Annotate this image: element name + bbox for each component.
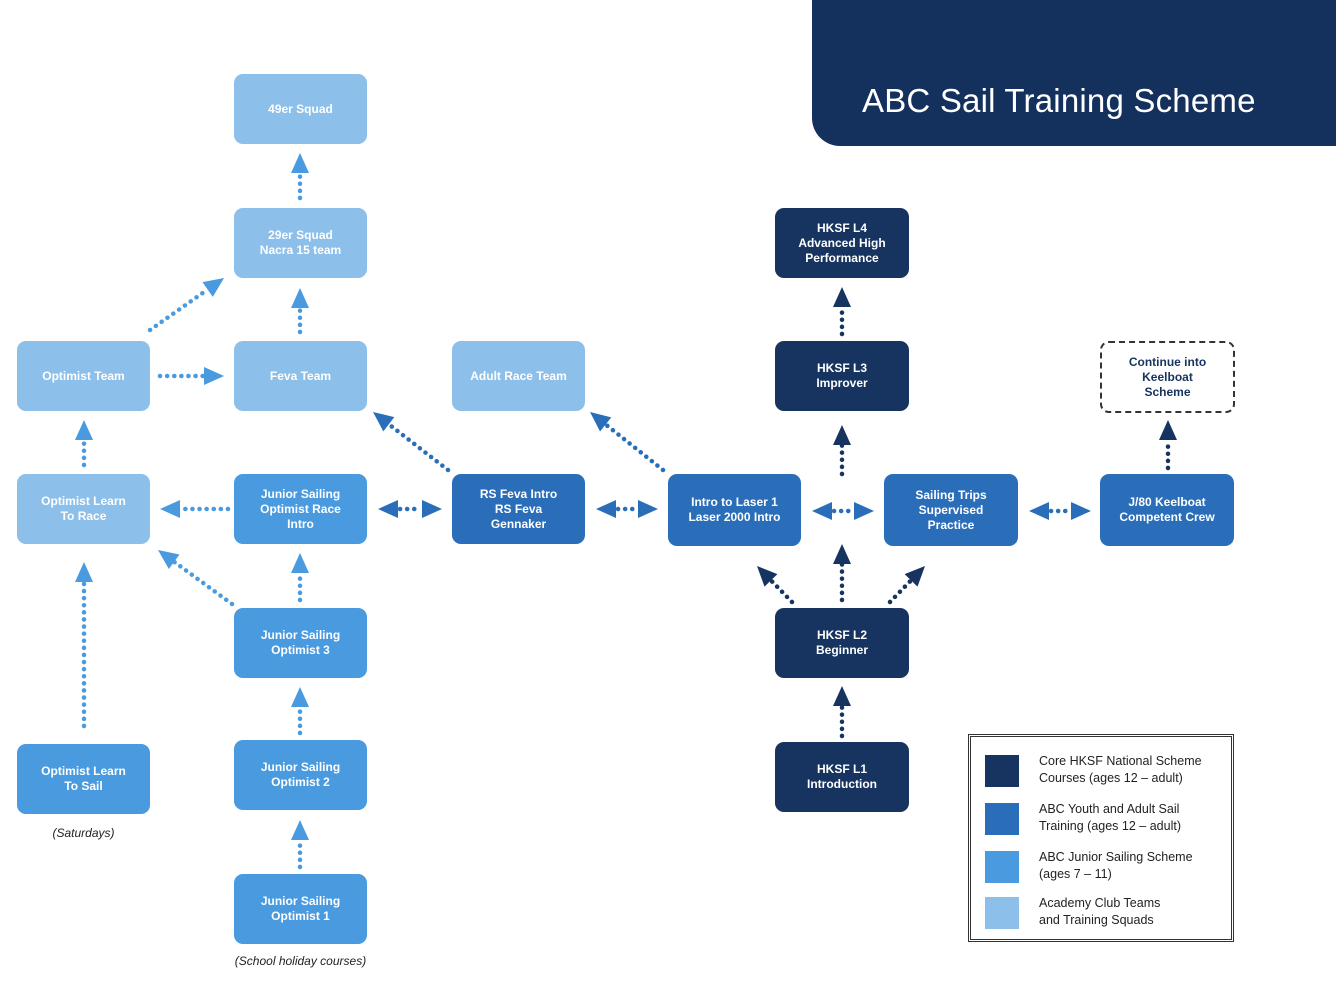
node-feva-team: Feva Team <box>234 341 367 411</box>
arrow-raceintro-rsfeva-arrowhead <box>422 500 442 518</box>
arrow-learnsail-to-learnrace-arrowhead <box>75 562 93 582</box>
arrow-trips-j80-arrowhead <box>1029 502 1049 520</box>
arrow-laser-to-adultrace-dots <box>603 422 666 473</box>
node-junior-race-intro: Junior Sailing Optimist Race Intro <box>234 474 367 544</box>
arrow-laser-trips-arrowhead <box>812 502 832 520</box>
title-banner <box>812 0 1336 146</box>
arrow-l2-to-sailingtrips-dots <box>887 578 914 605</box>
legend-swatch-core <box>985 755 1019 787</box>
legend: Core HKSF National Scheme Courses (ages … <box>968 734 1234 942</box>
arrow-feva-to-29er-arrowhead <box>291 288 309 308</box>
arrow-j80-to-keelboat-arrowhead <box>1159 420 1177 440</box>
legend-item-core: Core HKSF National Scheme Courses (ages … <box>985 753 1225 789</box>
arrow-learnrace-to-optteam-arrowhead <box>75 420 93 440</box>
arrow-l2-to-sailingtrips-arrowhead <box>904 566 925 587</box>
arrow-raceintro-rsfeva-arrowhead <box>378 500 398 518</box>
arrow-rsfeva-to-fevateam-dots <box>386 421 451 473</box>
page-title: ABC Sail Training Scheme <box>862 82 1256 119</box>
node-hksf-l3: HKSF L3 Improver <box>775 341 909 411</box>
arrow-l1-to-l2-arrowhead <box>833 686 851 706</box>
node-29er-squad: 29er Squad Nacra 15 team <box>234 208 367 278</box>
arrow-rsfeva-laser-arrowhead <box>596 500 616 518</box>
arrow-optteam-to-feva-arrowhead <box>204 367 224 385</box>
arrow-opt3-to-raceintro-arrowhead <box>291 553 309 573</box>
arrow-rsfeva-laser-arrowhead <box>638 500 658 518</box>
arrow-optteam-to-29er-arrowhead <box>202 278 224 297</box>
node-sailing-trips: Sailing Trips Supervised Practice <box>884 474 1018 546</box>
node-adult-race-team: Adult Race Team <box>452 341 585 411</box>
node-hksf-l1: HKSF L1 Introduction <box>775 742 909 812</box>
node-junior-optimist-1: Junior Sailing Optimist 1 <box>234 874 367 944</box>
caption-school-holiday: (School holiday courses) <box>234 954 367 968</box>
arrow-l2-to-laser-dots <box>768 578 795 605</box>
arrow-laser-trips-arrowhead <box>854 502 874 520</box>
node-junior-optimist-2: Junior Sailing Optimist 2 <box>234 740 367 810</box>
legend-item-junior: ABC Junior Sailing Scheme (ages 7 – 11) <box>985 849 1225 885</box>
arrow-l2-to-laser-arrowhead <box>757 566 778 587</box>
node-rs-feva: RS Feva Intro RS Feva Gennaker <box>452 474 585 544</box>
arrow-optteam-to-29er-dots <box>147 287 210 333</box>
arrow-l2-to-trips-arrowhead <box>833 544 851 564</box>
arrow-laser-to-adultrace-arrowhead <box>590 412 612 432</box>
legend-swatch-youth <box>985 803 1019 835</box>
arrow-opt2-to-opt3-arrowhead <box>291 687 309 707</box>
arrow-raceintro-to-learnrace-arrowhead <box>160 500 180 518</box>
arrow-trips-to-l3-arrowhead <box>833 425 851 445</box>
arrow-opt3-to-learnrace-dots <box>171 559 235 607</box>
arrow-rsfeva-to-fevateam-arrowhead <box>373 412 395 432</box>
arrow-l3-to-l4-arrowhead <box>833 287 851 307</box>
caption-saturdays: (Saturdays) <box>52 826 115 840</box>
node-j80-keelboat: J/80 Keelboat Competent Crew <box>1100 474 1234 546</box>
legend-item-youth: ABC Youth and Adult Sail Training (ages … <box>985 801 1225 837</box>
legend-label-core: Core HKSF National Scheme Courses (ages … <box>1039 754 1202 785</box>
node-hksf-l4: HKSF L4 Advanced High Performance <box>775 208 909 278</box>
arrow-opt3-to-learnrace-arrowhead <box>158 550 180 570</box>
arrow-trips-j80-arrowhead <box>1071 502 1091 520</box>
node-optimist-learn-race: Optimist Learn To Race <box>17 474 150 544</box>
arrow-opt1-to-opt2-arrowhead <box>291 820 309 840</box>
legend-label-junior: ABC Junior Sailing Scheme (ages 7 – 11) <box>1039 850 1193 881</box>
legend-label-youth: ABC Youth and Adult Sail Training (ages … <box>1039 802 1181 833</box>
node-junior-optimist-3: Junior Sailing Optimist 3 <box>234 608 367 678</box>
node-49er-squad: 49er Squad <box>234 74 367 144</box>
legend-item-squad: Academy Club Teams and Training Squads <box>985 895 1225 931</box>
node-optimist-team: Optimist Team <box>17 341 150 411</box>
legend-swatch-squad <box>985 897 1019 929</box>
arrow-29er-to-49er-arrowhead <box>291 153 309 173</box>
node-optimist-learn-sail: Optimist Learn To Sail <box>17 744 150 814</box>
legend-label-squad: Academy Club Teams and Training Squads <box>1039 896 1161 927</box>
legend-swatch-junior <box>985 851 1019 883</box>
node-hksf-l2: HKSF L2 Beginner <box>775 608 909 678</box>
node-intro-laser: Intro to Laser 1 Laser 2000 Intro <box>668 474 801 546</box>
node-continue-keelboat: Continue into Keelboat Scheme <box>1100 341 1235 413</box>
